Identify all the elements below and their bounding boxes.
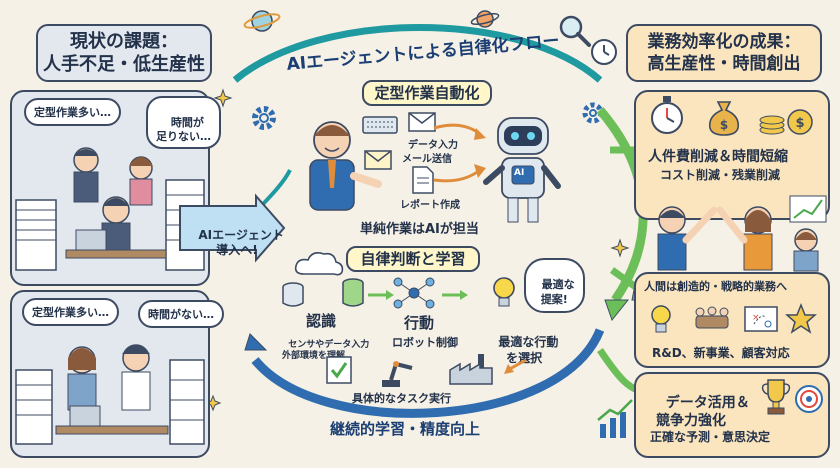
result-strategy-sub: R&D、新事業、顧客対応 bbox=[652, 346, 790, 360]
svg-text:×: × bbox=[752, 313, 760, 323]
money-bag-icon: $ bbox=[708, 101, 740, 136]
thought-bubble-text: 最適な 提案! bbox=[540, 278, 575, 306]
recognition-desc-text: センサやデータ入力 外部環境を理解 bbox=[282, 339, 370, 362]
office-worker-illustration bbox=[309, 121, 382, 211]
left-title-line2: 人手不足・低生産性 bbox=[43, 54, 205, 76]
target-icon bbox=[795, 385, 823, 413]
team-celebration-illustration bbox=[657, 195, 827, 272]
coins-icon: $ bbox=[759, 109, 813, 135]
robot-arm-icon bbox=[382, 361, 413, 387]
sparkle-icon bbox=[610, 238, 630, 258]
growth-chart-icon bbox=[597, 399, 633, 438]
right-panel-data bbox=[634, 372, 830, 458]
bubble-no-time-top: 時間が 足りない… bbox=[146, 96, 221, 150]
strategy-board-icon: × bbox=[744, 306, 778, 332]
result-strategy-title: 人間は創造的・戦略的業務へ bbox=[644, 280, 787, 293]
planet-icon bbox=[243, 10, 281, 32]
result-data-title: データ活用＆ 競争力強化 bbox=[656, 376, 750, 431]
action-title: 行動 bbox=[404, 314, 435, 332]
section-autonomy-title: 自律判断と学習 bbox=[346, 246, 480, 272]
lightbulb-icon bbox=[651, 305, 671, 333]
cloud-icon bbox=[294, 252, 344, 276]
result-cost-title: 人件費削減＆時間短縮 bbox=[648, 149, 788, 165]
envelope-icon bbox=[408, 112, 436, 132]
left-title-line1: 現状の課題： bbox=[70, 31, 178, 52]
continuous-learning: 継続的学習・精度向上 bbox=[330, 420, 481, 438]
bubble-no-time-bottom: 時間がない… bbox=[138, 300, 224, 328]
recognition-title: 認識 bbox=[306, 312, 337, 330]
intro-arrow-text: AIエージェント 導入へ! bbox=[198, 227, 284, 258]
database-icon bbox=[342, 278, 364, 307]
task-email: メール送信 bbox=[402, 154, 452, 165]
bubble-routine-work-bottom: 定型作業多い… bbox=[22, 298, 119, 326]
stressed-workers-illustration bbox=[15, 147, 205, 271]
intro-arrow bbox=[179, 193, 286, 263]
planet-icon bbox=[470, 10, 500, 28]
magnifier-icon bbox=[559, 15, 591, 47]
robot-illustration bbox=[483, 117, 561, 223]
bubble-no-time-top-text: 時間が 足りない… bbox=[156, 115, 211, 143]
section-autonomy-title-text: 自律判断と学習 bbox=[360, 250, 466, 268]
result-cost-sub: コスト削減・残業削減 bbox=[660, 168, 781, 182]
right-title-line2: 高生産性・時間創出 bbox=[647, 54, 801, 75]
gear-icon bbox=[252, 106, 276, 130]
checklist-icon bbox=[326, 356, 352, 384]
document-icon bbox=[412, 166, 434, 194]
svg-text:$: $ bbox=[720, 118, 728, 132]
right-title-box: 業務効率化の成果： 高生産性・時間創出 bbox=[626, 24, 822, 82]
section-automation-title-text: 定型作業自動化 bbox=[374, 84, 480, 102]
lightbulb-icon bbox=[493, 277, 515, 307]
intro-arrow-label: AIエージェント 導入へ! bbox=[190, 212, 284, 259]
tired-workers-illustration bbox=[15, 344, 205, 445]
database-icon bbox=[282, 282, 304, 307]
optimal-action: 最適な行動 を選択 bbox=[490, 318, 558, 367]
meeting-icon bbox=[695, 306, 729, 329]
section-automation-title: 定型作業自動化 bbox=[362, 80, 492, 106]
optimal-action-text: 最適な行動 を選択 bbox=[498, 335, 559, 366]
star-icon bbox=[785, 302, 817, 334]
factory-icon bbox=[449, 354, 493, 385]
sparkle-icon bbox=[213, 88, 233, 108]
thought-bubble: 最適な 提案! bbox=[524, 258, 585, 313]
right-title-line1: 業務効率化の成果： bbox=[647, 32, 801, 52]
flow-arrows bbox=[368, 290, 468, 300]
bubble-routine-work-top: 定型作業多い… bbox=[24, 98, 121, 126]
network-icon bbox=[393, 277, 435, 309]
automation-caption: 単純作業はAIが担当 bbox=[360, 222, 479, 237]
result-data-sub: 正確な予測・意思決定 bbox=[650, 430, 771, 444]
keyboard-icon bbox=[362, 116, 398, 134]
robot-badge: AI bbox=[514, 168, 525, 178]
svg-text:$: $ bbox=[795, 116, 804, 131]
left-title-box: 現状の課題： 人手不足・低生産性 bbox=[36, 24, 212, 82]
task-report: レポート作成 bbox=[400, 200, 460, 211]
task-execution: 具体的なタスク実行 bbox=[352, 392, 451, 405]
stopwatch-icon bbox=[651, 96, 683, 134]
return-arrow bbox=[504, 358, 527, 374]
clock-icon bbox=[591, 39, 617, 65]
action-desc: ロボット制御 bbox=[392, 336, 458, 349]
envelope-icon bbox=[364, 150, 392, 170]
trophy-icon bbox=[761, 379, 791, 415]
recognition-desc: センサやデータ入力 外部環境を理解 bbox=[282, 328, 369, 363]
result-data-title-text: データ活用＆ 競争力強化 bbox=[656, 395, 750, 430]
handover-arrows bbox=[433, 123, 486, 183]
task-data-entry: データ入力 bbox=[408, 140, 458, 151]
